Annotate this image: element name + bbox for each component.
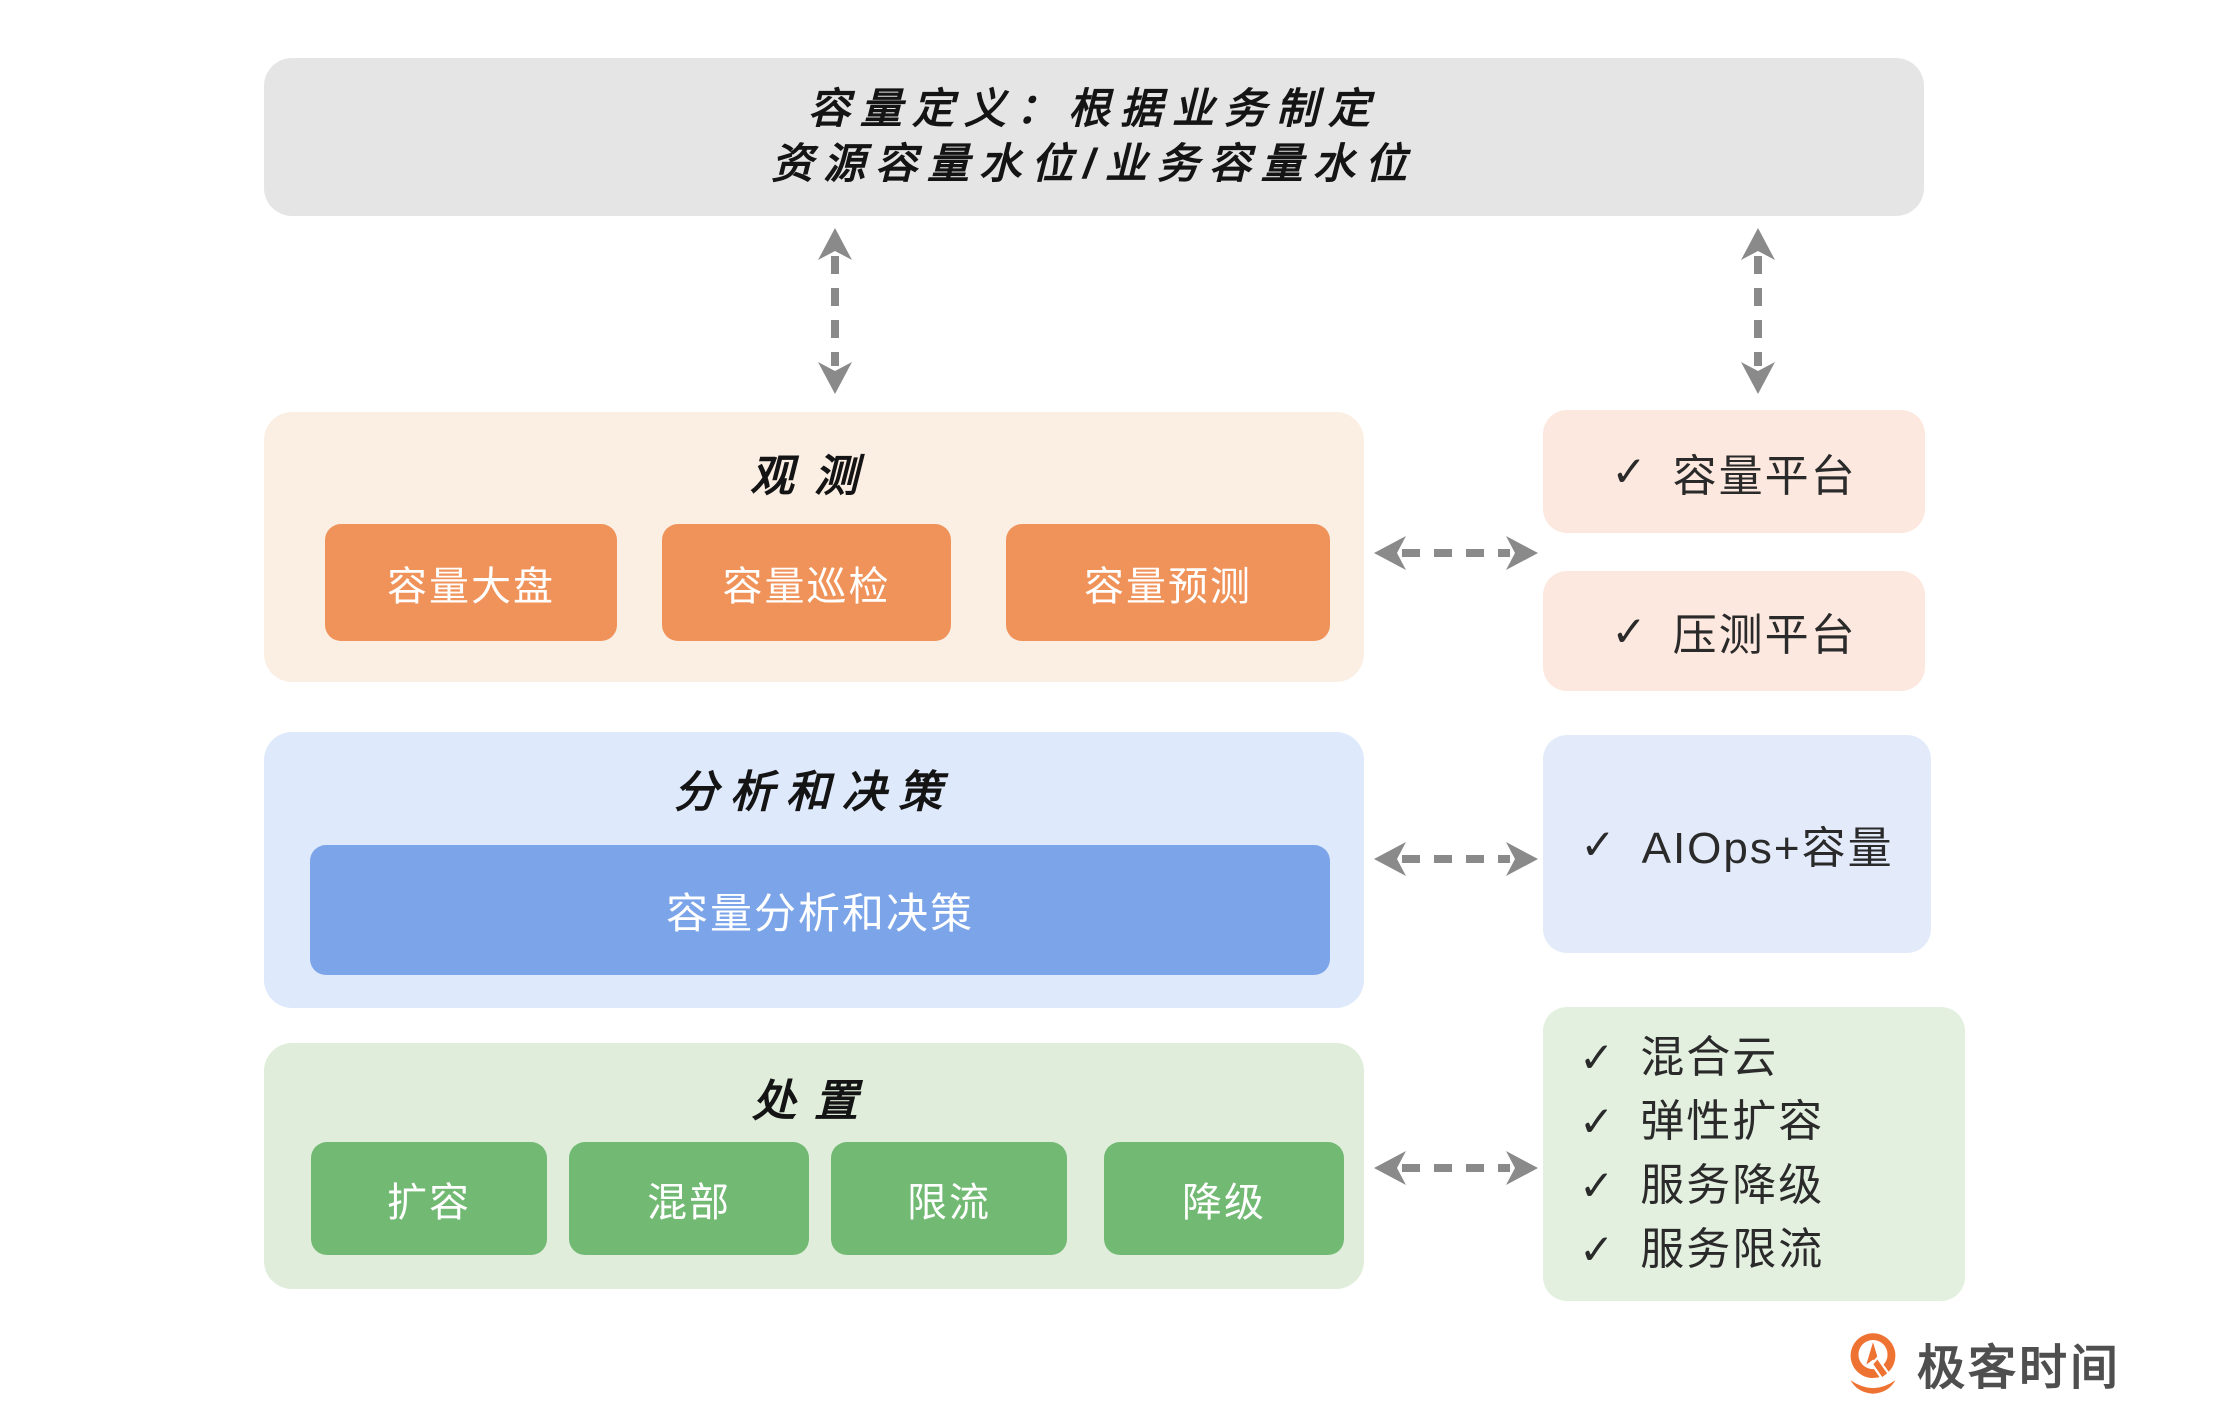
check-icon: ✓ — [1611, 448, 1647, 495]
side-box-aiops-capacity: ✓ AIOps+容量 — [1543, 735, 1931, 953]
side-box-handle-options: ✓ 混合云 ✓ 弹性扩容 ✓ 服务降级 ✓ 服务限流 — [1543, 1007, 1965, 1301]
definition-title-line2: 资源容量水位/业务容量水位 — [771, 140, 1417, 187]
check-icon: ✓ — [1579, 1162, 1615, 1209]
check-icon: ✓ — [1580, 820, 1616, 868]
section-handle: 处置 扩容 混部 限流 降级 — [264, 1043, 1364, 1289]
service-rate-limit-label: 服务限流 — [1640, 1225, 1825, 1274]
geektime-logo-icon — [1850, 1332, 1896, 1394]
check-icon: ✓ — [1611, 607, 1647, 655]
side-box-capacity-platform: ✓ 容量平台 — [1543, 410, 1925, 533]
analyze-title: 分析和决策 — [674, 768, 954, 817]
horizontal-double-arrow-handle-icon — [1374, 1151, 1538, 1185]
horizontal-double-arrow-observe-icon — [1374, 536, 1538, 570]
definition-title-line1: 容量定义：根据业务制定 — [807, 85, 1380, 133]
checklist-item: ✓ 混合云 — [1579, 1026, 1778, 1090]
node-scale-out: 扩容 — [311, 1142, 547, 1255]
checklist-item: ✓ 服务降级 — [1579, 1154, 1824, 1218]
capacity-platform-label: 容量平台 — [1672, 451, 1857, 501]
capacity-definition-box: 容量定义：根据业务制定 资源容量水位/业务容量水位 — [264, 58, 1924, 216]
section-observe: 观测 容量大盘 容量巡检 容量预测 — [264, 412, 1364, 682]
geektime-logo-text: 极客时间 — [1917, 1342, 2122, 1395]
node-rate-limit: 限流 — [831, 1142, 1067, 1255]
checklist-item: ✓ 服务限流 — [1579, 1218, 1824, 1282]
handle-title: 处置 — [752, 1077, 876, 1126]
node-capacity-analysis-decision: 容量分析和决策 — [310, 845, 1330, 975]
horizontal-double-arrow-analyze-icon — [1374, 842, 1538, 876]
node-colocation: 混部 — [569, 1142, 809, 1255]
vertical-double-arrow-right-icon — [1741, 228, 1775, 394]
section-analyze: 分析和决策 容量分析和决策 — [264, 732, 1364, 1008]
side-box-stress-test-platform: ✓ 压测平台 — [1543, 571, 1925, 691]
vertical-double-arrow-left-icon — [818, 228, 852, 394]
check-icon: ✓ — [1579, 1098, 1615, 1145]
node-capacity-inspection: 容量巡检 — [662, 524, 951, 641]
node-degrade: 降级 — [1104, 1142, 1344, 1255]
node-capacity-dashboard: 容量大盘 — [325, 524, 617, 641]
node-capacity-forecast: 容量预测 — [1006, 524, 1330, 641]
check-icon: ✓ — [1579, 1034, 1615, 1081]
aiops-capacity-label: AIOps+容量 — [1641, 824, 1894, 873]
geektime-logo: 极客时间 — [1845, 1328, 2121, 1398]
observe-title: 观测 — [750, 452, 878, 501]
check-icon: ✓ — [1579, 1226, 1615, 1273]
elastic-scaling-label: 弹性扩容 — [1640, 1097, 1825, 1146]
service-degradation-label: 服务降级 — [1640, 1161, 1825, 1210]
stress-test-platform-label: 压测平台 — [1672, 611, 1857, 660]
hybrid-cloud-label: 混合云 — [1640, 1033, 1779, 1082]
checklist-item: ✓ 弹性扩容 — [1579, 1090, 1824, 1154]
